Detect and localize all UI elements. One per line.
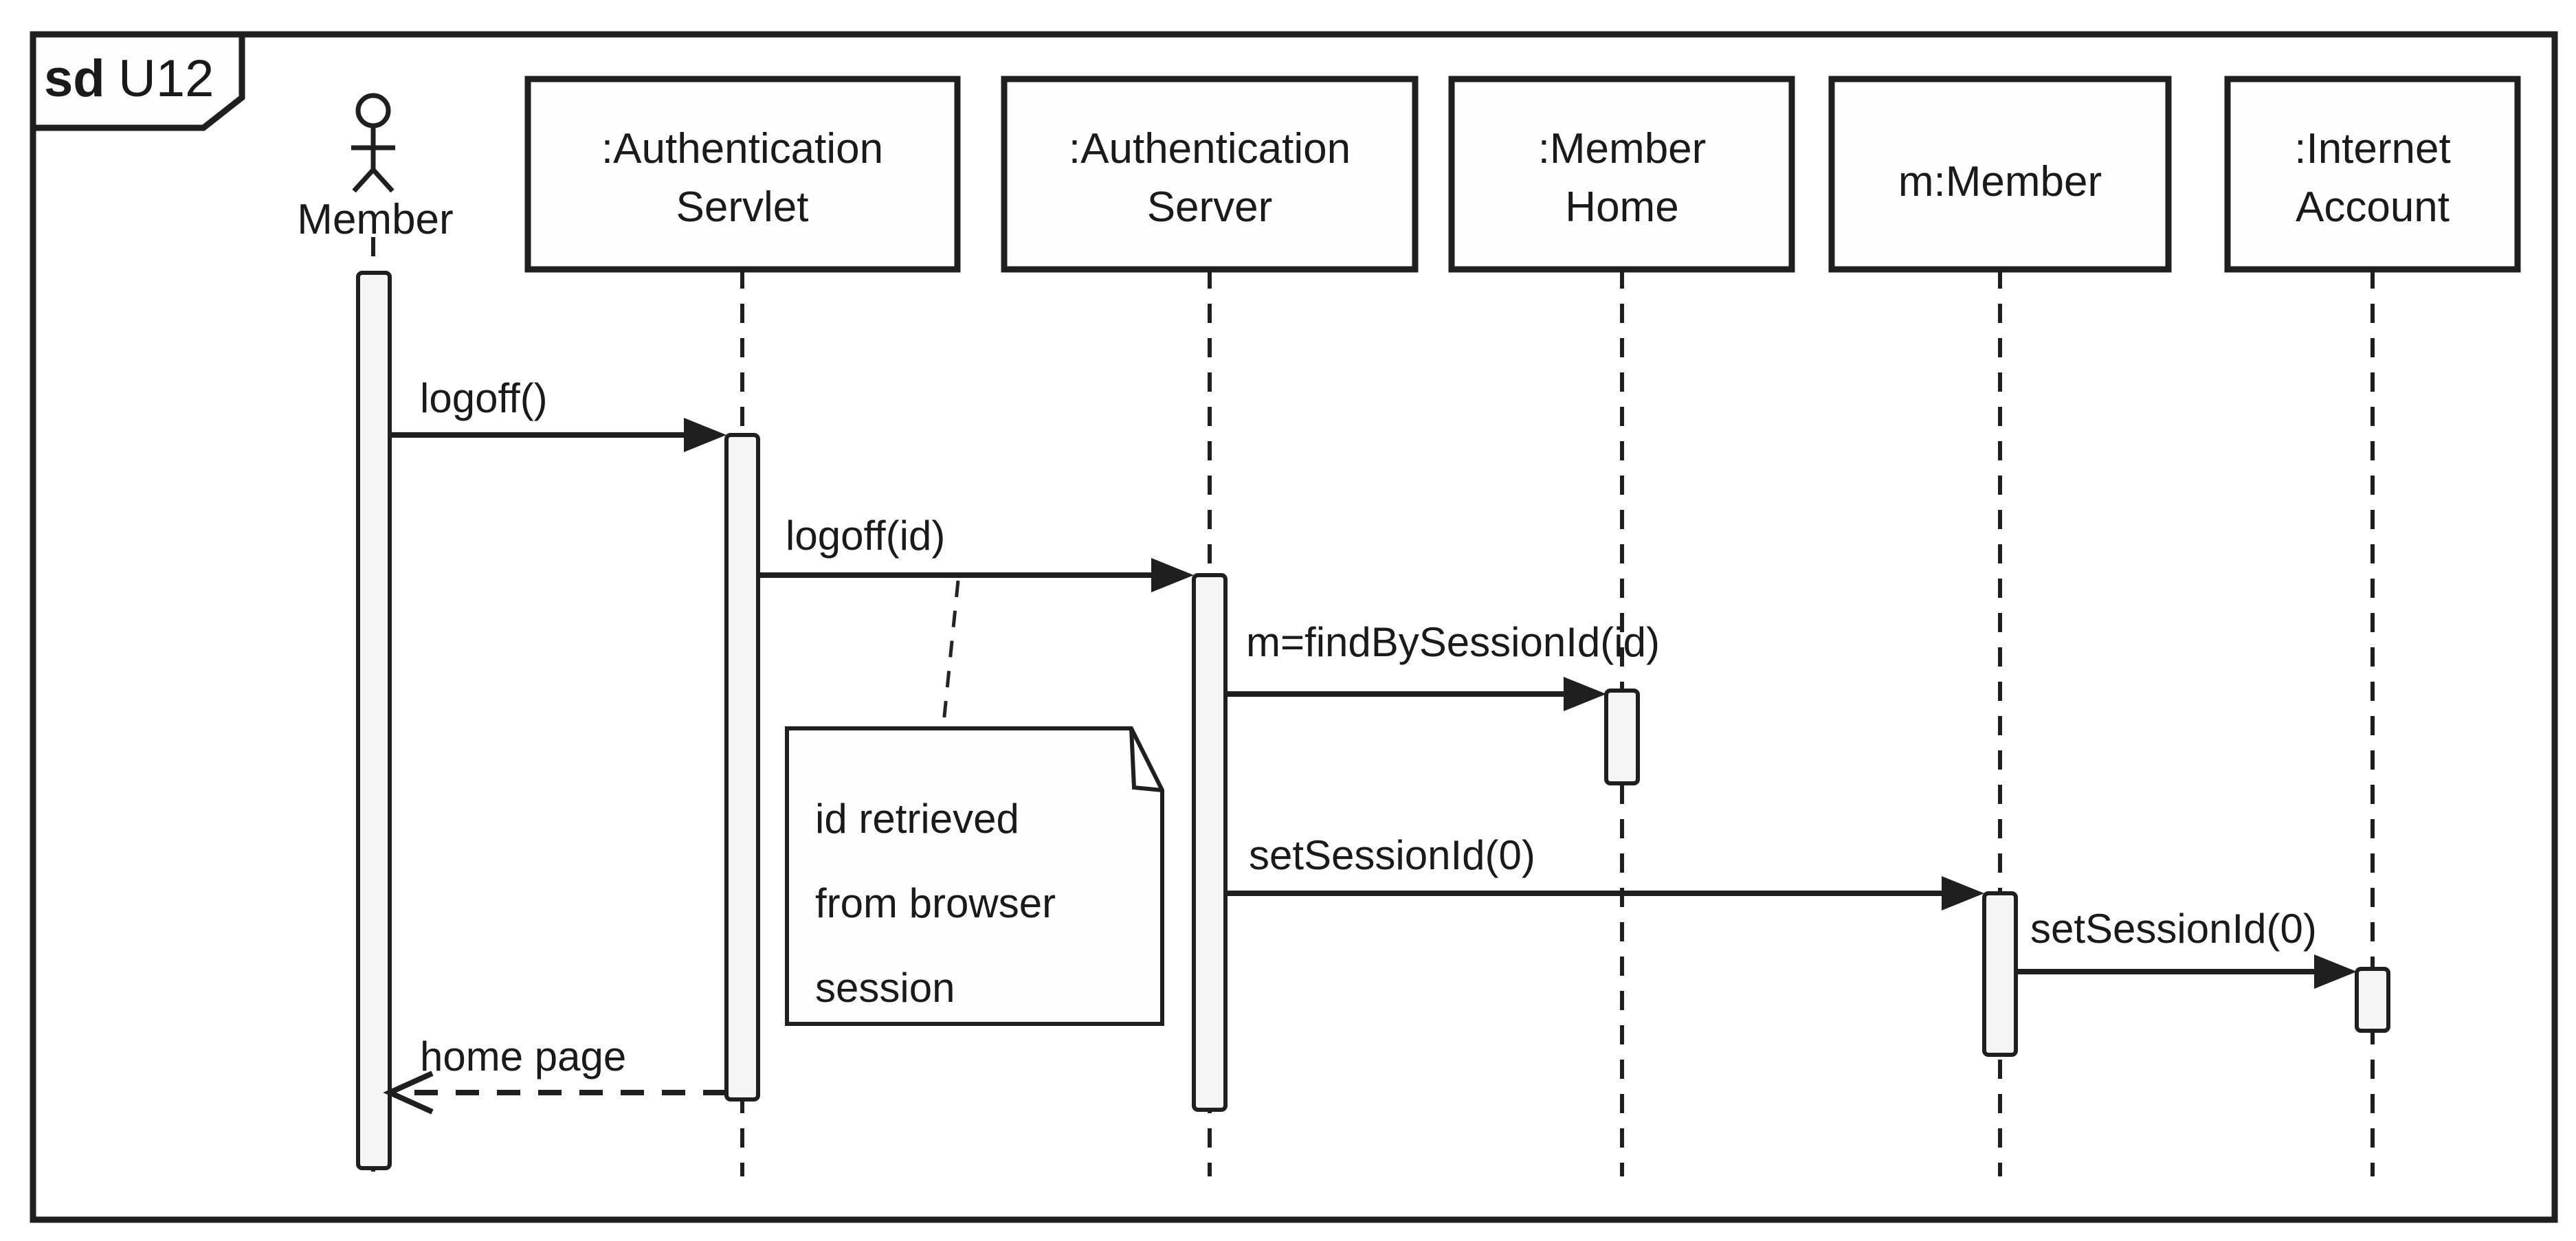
head-box [1448, 76, 1795, 273]
arrowhead-icon [1151, 558, 1194, 592]
head-label-line2: Home [1565, 183, 1678, 231]
message-logoff: logoff() [390, 375, 726, 452]
message-label: setSessionId(0) [1249, 832, 1535, 878]
lifeline-head-auth-servlet: :Authentication Servlet [524, 76, 961, 273]
message-logoff-id: logoff(id) [758, 513, 1194, 592]
open-arrowhead-icon [383, 1071, 434, 1115]
message-label: logoff(id) [786, 513, 945, 559]
activation-m-member [1982, 891, 2018, 1057]
head-label-line1: :Internet [2294, 125, 2450, 172]
arrowhead-icon [684, 418, 726, 452]
activation-member-home [1604, 689, 1640, 785]
frame-title-pentagon [30, 31, 245, 131]
activation-member [356, 271, 392, 1170]
head-label-line2: Account [2296, 183, 2450, 231]
lifeline-head-m-member: m:Member [1828, 76, 2172, 273]
arrowhead-icon [2314, 954, 2357, 989]
actor-leg-left [352, 168, 375, 193]
arrowhead-icon [1942, 876, 1984, 910]
actor-icon [351, 93, 395, 193]
message-label: m=findBySessionId(id) [1246, 619, 1660, 665]
head-label-line1: :Authentication [1069, 125, 1351, 172]
frame-name: U12 [118, 49, 214, 108]
message-home-page-return: home page [383, 1033, 726, 1115]
lifeline-head-auth-server: :Authentication Server [1001, 76, 1419, 273]
note-line: id retrieved [815, 796, 1019, 842]
note-fold-icon [1129, 728, 1163, 792]
actor-leg-right [371, 168, 395, 193]
activation-internet-account [2355, 967, 2390, 1033]
message-label: logoff() [420, 375, 548, 421]
message-set-session-id-account: setSessionId(0) [2016, 906, 2357, 989]
activation-auth-server [1192, 573, 1228, 1112]
head-label-line1: :Member [1538, 125, 1707, 172]
message-label: setSessionId(0) [2030, 906, 2317, 952]
note-connector [941, 580, 960, 730]
message-set-session-id-member: setSessionId(0) [1225, 832, 1984, 910]
actor-label: Member [297, 196, 453, 243]
lifeline-head-internet-account: :Internet Account [2224, 76, 2521, 273]
message-label: home page [420, 1033, 626, 1080]
note-line: from browser [815, 880, 1056, 926]
head-box [524, 76, 961, 273]
actor-head [355, 93, 391, 128]
note-body [785, 726, 1164, 1026]
head-box [1828, 76, 2172, 273]
frame-keyword: sd [44, 49, 105, 108]
arrowhead-icon [1564, 677, 1606, 711]
message-find-by-session-id: m=findBySessionId(id) [1225, 619, 1660, 711]
note: id retrieved from browser session [785, 726, 1164, 1026]
head-label-line2: Servlet [676, 183, 809, 231]
activation-auth-servlet [724, 433, 760, 1102]
note-line: session [815, 965, 955, 1011]
head-label-line2: Server [1147, 183, 1273, 231]
lifeline-head-member-home: :Member Home [1448, 76, 1795, 273]
diagram-frame [30, 31, 2558, 1223]
head-label-line1: m:Member [1898, 158, 2102, 205]
head-label-line1: :Authentication [601, 125, 883, 172]
head-box [2224, 76, 2521, 273]
head-box [1001, 76, 1419, 273]
